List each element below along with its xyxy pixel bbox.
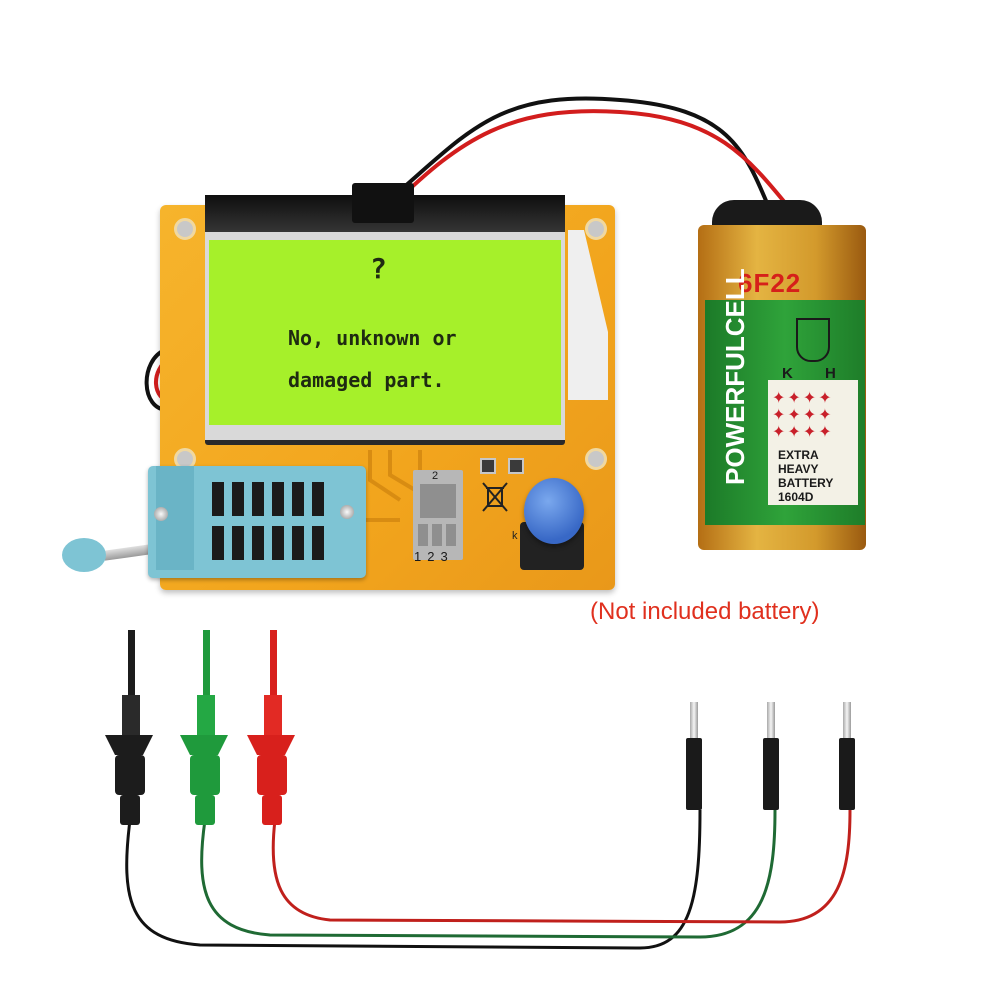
smd-pad bbox=[508, 458, 524, 474]
caption: (Not included battery) bbox=[590, 598, 820, 625]
pin-labels: 123 bbox=[414, 549, 454, 564]
dupont-pin-black[interactable] bbox=[686, 738, 702, 810]
battery-mark: K H bbox=[782, 365, 850, 382]
battery-label-panel bbox=[768, 380, 858, 505]
battery-model: 6F22 bbox=[738, 268, 802, 298]
zif-slot bbox=[312, 526, 324, 560]
shield-icon bbox=[796, 318, 830, 362]
test-pad bbox=[418, 524, 428, 546]
zif-slot bbox=[212, 526, 224, 560]
zif-slot bbox=[272, 482, 284, 516]
mounting-hole bbox=[585, 448, 607, 470]
battery-text-1: EXTRA bbox=[778, 448, 819, 462]
pin-metal bbox=[843, 702, 851, 740]
zif-lever-knob[interactable] bbox=[62, 538, 106, 572]
star-icon: ✦✦✦✦ ✦✦✦✦ ✦✦✦✦ bbox=[772, 390, 834, 441]
battery-text-4: 1604D bbox=[778, 490, 814, 504]
lcd-message-line-1: No, unknown or bbox=[288, 326, 457, 350]
zif-slot bbox=[252, 482, 264, 516]
lcd-question-mark: ? bbox=[370, 252, 387, 285]
test-push-button[interactable] bbox=[524, 478, 584, 544]
zif-slot bbox=[212, 482, 224, 516]
zif-screw bbox=[340, 505, 354, 519]
pin-metal bbox=[690, 702, 698, 740]
pin-metal bbox=[767, 702, 775, 740]
mounting-hole bbox=[174, 218, 196, 240]
pcb-traces bbox=[365, 450, 422, 522]
lcd-message-line-2: damaged part. bbox=[288, 368, 445, 392]
test-pad bbox=[446, 524, 456, 546]
test-pad bbox=[420, 484, 456, 518]
zif-slot bbox=[312, 482, 324, 516]
dupont-pin-green[interactable] bbox=[763, 738, 779, 810]
smd-pad bbox=[480, 458, 496, 474]
button-label: k bbox=[512, 530, 518, 542]
zif-screw bbox=[154, 507, 168, 521]
battery-text-3: BATTERY bbox=[778, 476, 834, 490]
probe-green[interactable] bbox=[180, 630, 228, 825]
zif-slot bbox=[292, 482, 304, 516]
test-pad bbox=[432, 524, 442, 546]
probe-black[interactable] bbox=[105, 630, 153, 825]
battery-brand: POWERFULCELL bbox=[720, 268, 750, 485]
zif-slot bbox=[232, 482, 244, 516]
pin-label-top: 2 bbox=[432, 470, 439, 482]
zif-slot bbox=[232, 526, 244, 560]
zif-slot bbox=[292, 526, 304, 560]
test-probes bbox=[105, 630, 295, 825]
probe-red[interactable] bbox=[247, 630, 295, 825]
mounting-hole bbox=[585, 218, 607, 240]
zif-slot bbox=[272, 526, 284, 560]
lcd-connector-clip bbox=[352, 183, 414, 223]
lcd-screen bbox=[209, 240, 561, 425]
battery-text-2: HEAVY bbox=[778, 462, 819, 476]
dupont-pin-red[interactable] bbox=[839, 738, 855, 810]
zif-slot bbox=[252, 526, 264, 560]
weee-crossed-bin-icon bbox=[482, 482, 508, 512]
